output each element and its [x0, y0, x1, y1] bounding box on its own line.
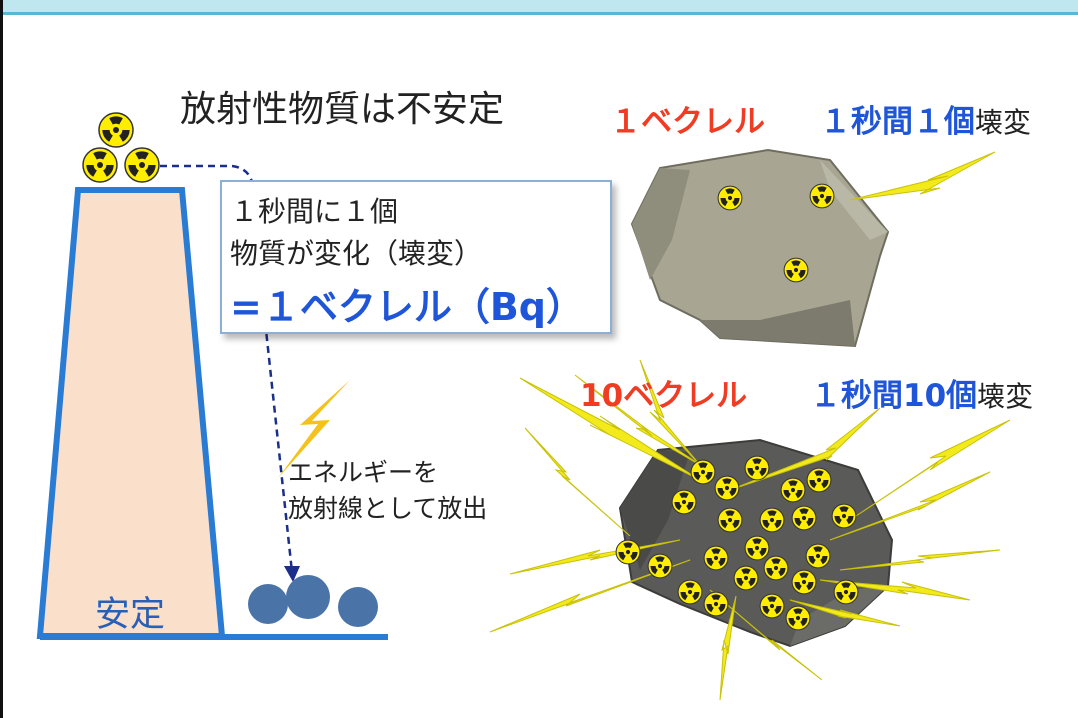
energy-note-line-2: 放射線として放出: [288, 494, 488, 523]
rock-icon: [630, 148, 890, 348]
energy-note: エネルギーを 放射線として放出: [288, 455, 487, 527]
box-line-2: 物質が変化（壊変）: [230, 237, 483, 270]
slide-left-border: [0, 0, 3, 718]
ball-icon: [248, 584, 288, 624]
example1-rate-number: １秒間１個: [820, 104, 975, 140]
definition-box: １秒間に１個 物質が変化（壊変） =１ベクレル（Bq）: [220, 180, 612, 334]
box-line-1: １秒間に１個: [230, 195, 399, 228]
title: 放射性物質は不安定: [180, 89, 505, 130]
radiation-trefoil-icon: [82, 147, 118, 183]
radiation-trefoil-icon: [784, 258, 808, 282]
example1-amount: １ベクレル: [610, 104, 765, 140]
lightning-bolt-icon: [849, 151, 996, 201]
radiation-trefoil-icon: [718, 186, 742, 210]
box-equation: =１ベクレル（Bq）: [230, 285, 585, 329]
example2-rate: １秒間10個壊変: [810, 370, 1033, 415]
example1-rate-suffix: 壊変: [975, 106, 1032, 139]
ball-icon: [286, 575, 330, 619]
arrow-head: [284, 566, 300, 582]
example1-rate: １秒間１個壊変: [820, 96, 1031, 141]
energy-note-line-1: エネルギーを: [288, 458, 439, 487]
ball-icon: [338, 587, 378, 627]
radiation-trefoil-icon: [98, 112, 134, 148]
radiation-trefoil-icon: [810, 184, 834, 208]
example2-rate-suffix: 壊変: [977, 380, 1034, 413]
example2-rate-number: １秒間10個: [810, 378, 978, 414]
energy-pillar: [36, 187, 226, 639]
radiation-trefoil-icon: [124, 147, 160, 183]
stable-label: 安定: [95, 595, 166, 635]
slide-top-band: [0, 0, 1078, 15]
example2-amount: 10ベクレル: [580, 378, 748, 414]
